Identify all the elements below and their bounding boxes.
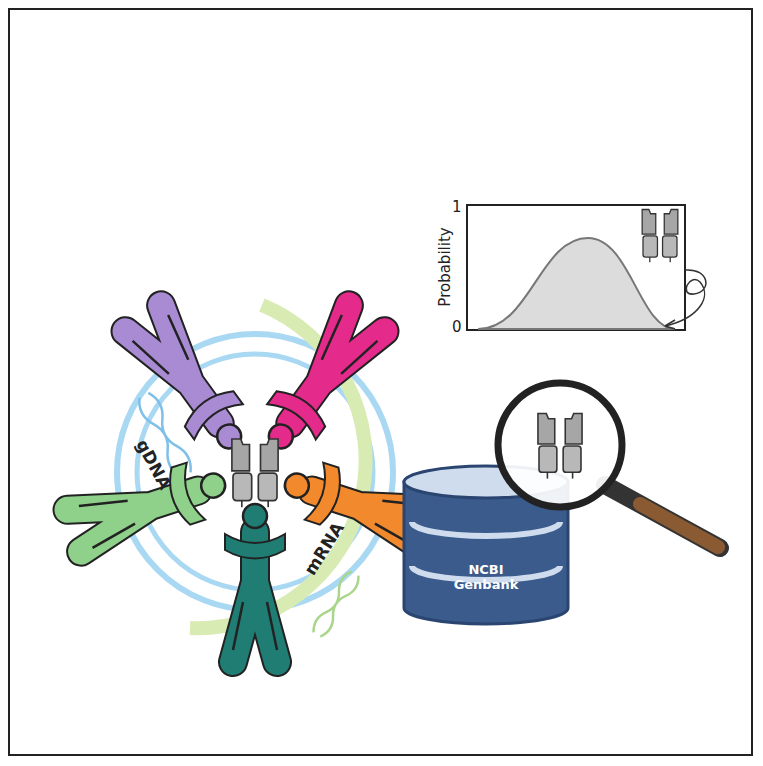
axis-label: Probability — [436, 227, 454, 306]
axis-label: 0 — [452, 318, 462, 336]
axis-label: 1 — [452, 198, 462, 216]
database-label: NCBI Genbank — [400, 562, 572, 592]
